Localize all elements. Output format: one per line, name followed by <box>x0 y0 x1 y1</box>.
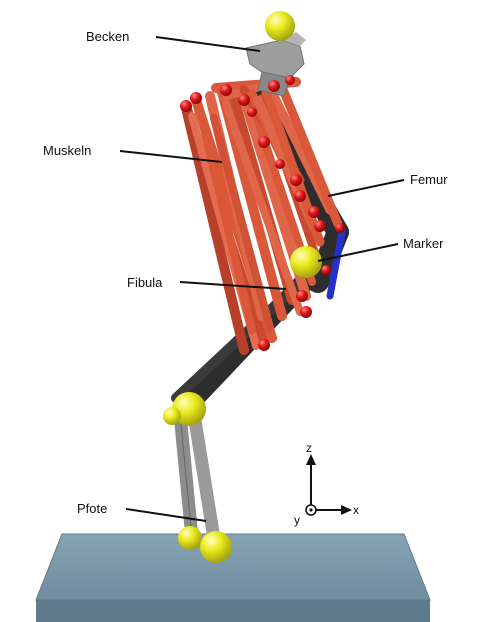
paw-bones <box>180 414 215 545</box>
femur-leader <box>328 180 404 196</box>
label-femur: Femur <box>410 172 448 187</box>
coordinate-axes: z y x <box>294 441 359 527</box>
becken-leader <box>156 37 260 51</box>
marker-paw <box>200 531 232 563</box>
label-fibula: Fibula <box>127 275 163 290</box>
marker-paw-back <box>178 526 202 550</box>
marker-pelvis <box>265 11 295 41</box>
label-muskeln: Muskeln <box>43 143 91 158</box>
axis-y-label: y <box>294 513 300 527</box>
ground-plate <box>36 534 430 622</box>
axis-z-label: z <box>306 441 312 455</box>
label-marker: Marker <box>403 236 444 251</box>
marker-ankle-back <box>163 407 181 425</box>
label-becken: Becken <box>86 29 129 44</box>
label-pfote: Pfote <box>77 501 107 516</box>
marker-knee <box>290 246 322 278</box>
axis-x-label: x <box>353 503 359 517</box>
